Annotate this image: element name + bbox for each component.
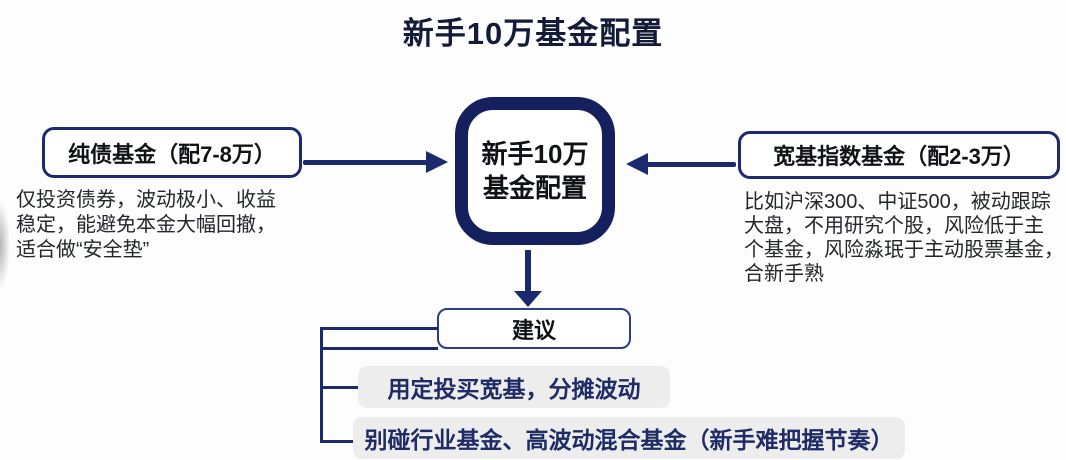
connector-branch-line (320, 386, 362, 389)
connector-trunk-line (320, 327, 323, 443)
desc-line: 大盘，不用研究个股，风险低于主 (744, 215, 1044, 237)
suggestion-item-2: 别碰行业基金、高波动混合基金（新手难把握节奏） (353, 417, 905, 459)
edge-shadow-artifact (0, 200, 10, 290)
suggestion-item-2-label: 别碰行业基金、高波动混合基金（新手难把握节奏） (364, 427, 894, 453)
broad-index-fund-box: 宽基指数基金（配2-3万） (738, 131, 1060, 179)
desc-line: 适合做“安全垫” (16, 239, 150, 261)
arrow-center-to-suggestion-icon (514, 250, 542, 307)
arrow-head-down-icon (514, 291, 542, 307)
center-node-line2: 基金配置 (482, 173, 587, 203)
suggestion-header-label: 建议 (511, 317, 556, 343)
center-node: 新手10万 基金配置 (455, 97, 615, 245)
desc-line: 仅投资债券，波动极小、收益 (16, 189, 276, 211)
pure-bond-fund-label: 纯债基金（配7-8万） (68, 141, 276, 167)
desc-line: 稳定，能避免本金大幅回撤， (16, 214, 276, 236)
pure-bond-fund-description: 仅投资债券，波动极小、收益 稳定，能避免本金大幅回撤， 适合做“安全垫” (16, 188, 326, 263)
arrow-left-to-center-icon (303, 150, 448, 176)
arrow-shaft (303, 160, 427, 165)
arrow-head-right-icon (426, 151, 448, 173)
broad-index-fund-label: 宽基指数基金（配2-3万） (773, 144, 1025, 169)
page-title: 新手10万基金配置 (402, 16, 664, 51)
connector-line (320, 327, 438, 330)
connector-line (320, 347, 438, 350)
suggestion-header-box: 建议 (437, 308, 631, 349)
desc-line: 合新手熟 (744, 263, 824, 285)
desc-line: 比如沪深300、中证500，被动跟踪 (744, 191, 1051, 213)
arrow-shaft (646, 162, 736, 167)
suggestion-item-1-label: 用定投买宽基，分摊波动 (387, 376, 641, 402)
arrow-head-left-icon (626, 153, 648, 175)
arrow-shaft (525, 250, 531, 292)
center-node-line1: 新手10万 (481, 139, 589, 169)
broad-index-fund-description: 比如沪深300、中证500，被动跟踪 大盘，不用研究个股，风险低于主 个基金，风… (744, 190, 1064, 286)
connector-elbow-line (320, 440, 356, 443)
suggestion-item-1: 用定投买宽基，分摊波动 (358, 366, 670, 408)
desc-line: 个基金，风险淼珉于主动股票基金， (744, 239, 1064, 261)
pure-bond-fund-box: 纯债基金（配7-8万） (42, 127, 302, 178)
arrow-right-to-center-icon (626, 152, 736, 178)
